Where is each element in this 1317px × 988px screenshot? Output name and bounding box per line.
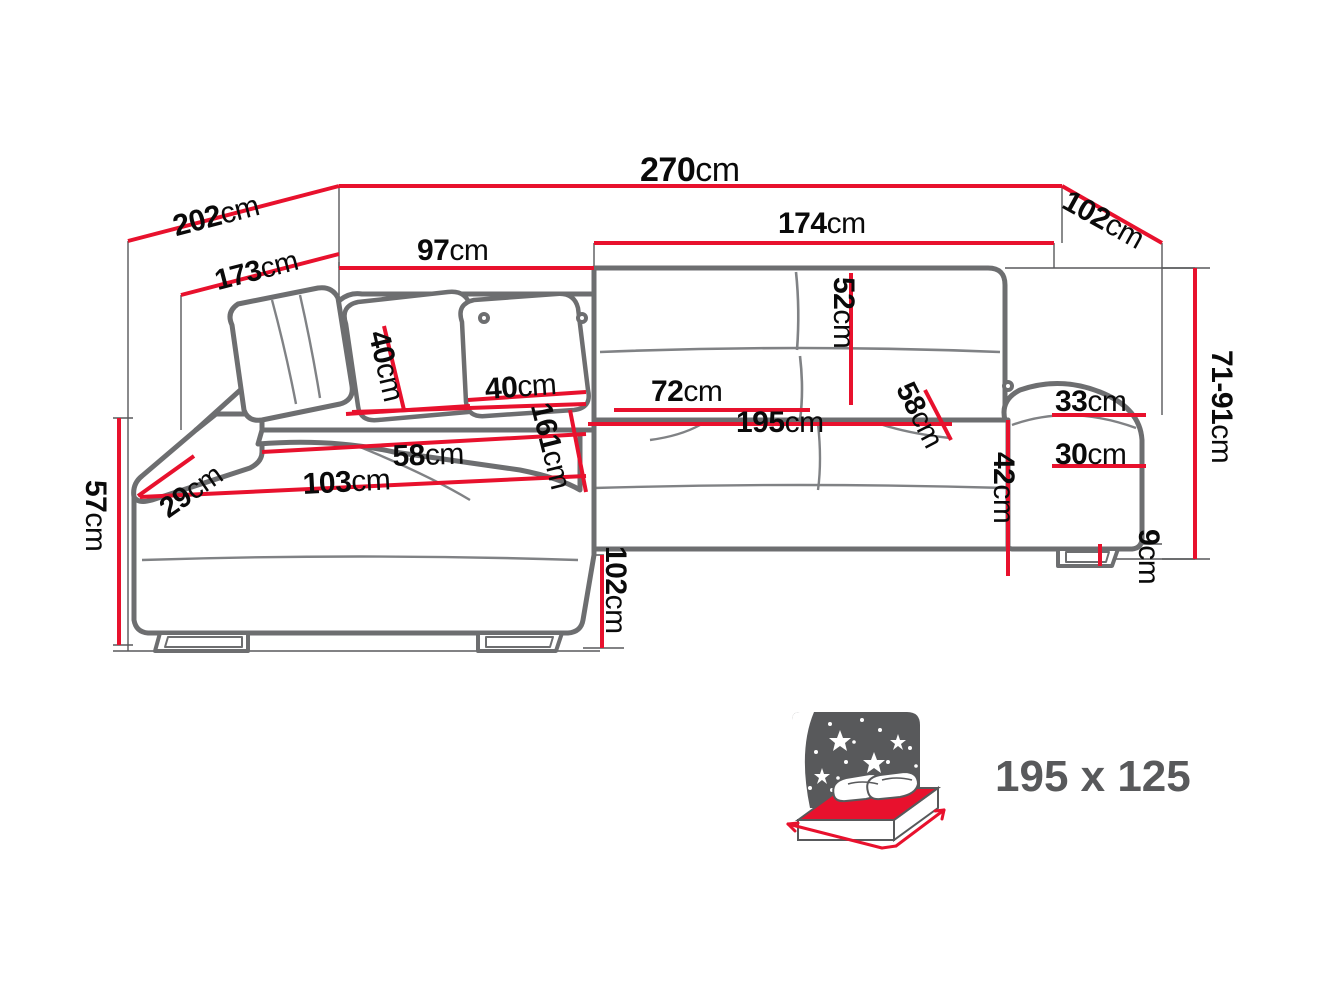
right-seat-seams bbox=[593, 422, 1007, 491]
corner-seat bbox=[255, 427, 583, 493]
cushion-nubs bbox=[478, 312, 1014, 392]
sofa-bed-icon bbox=[786, 712, 946, 850]
dim-label-backrest-height: 52cm bbox=[827, 277, 860, 349]
chaise-cushion-seams bbox=[270, 294, 322, 405]
dim-label-corner-width: 97cm bbox=[417, 234, 489, 267]
dim-label-chaise-outer-depth: 102cm bbox=[599, 546, 632, 634]
chaise-left-foot bbox=[153, 631, 250, 653]
dim-label-height-range: 71-91cm bbox=[1205, 350, 1238, 464]
chaise-backrest-cushion bbox=[227, 285, 355, 423]
dim-label-sleeping-length: 195cm bbox=[736, 406, 824, 439]
bed-size-label: 195 x 125 bbox=[995, 752, 1191, 801]
dim-label-seat-height-right: 42cm bbox=[987, 452, 1020, 524]
dim-label-chaise-seat-width: 103cm bbox=[301, 463, 392, 501]
dim-label-armrest-width: 33cm bbox=[1055, 385, 1127, 418]
dim-label-armrest-height: 30cm bbox=[1055, 438, 1127, 471]
dim-label-overall-width: 270cm bbox=[640, 151, 740, 189]
dimension-lines bbox=[117, 184, 1197, 648]
dim-label-pillow-b: 40cm bbox=[483, 368, 558, 406]
scatter-cushion-right bbox=[458, 291, 591, 419]
left-armrest bbox=[131, 411, 265, 504]
dim-label-seat-width-right: 174cm bbox=[778, 207, 866, 240]
dim-label-total-height-left: 57cm bbox=[79, 480, 112, 552]
chaise-right-foot bbox=[476, 631, 564, 653]
backrest-seams bbox=[599, 271, 1001, 421]
dim-label-leg-height: 9cm bbox=[1132, 529, 1165, 585]
dim-label-seat-depth-left: 58cm bbox=[391, 437, 465, 473]
sofa-right-module bbox=[591, 265, 1008, 423]
dim-label-backrest-width: 72cm bbox=[651, 375, 723, 408]
right-foot bbox=[1056, 547, 1120, 568]
